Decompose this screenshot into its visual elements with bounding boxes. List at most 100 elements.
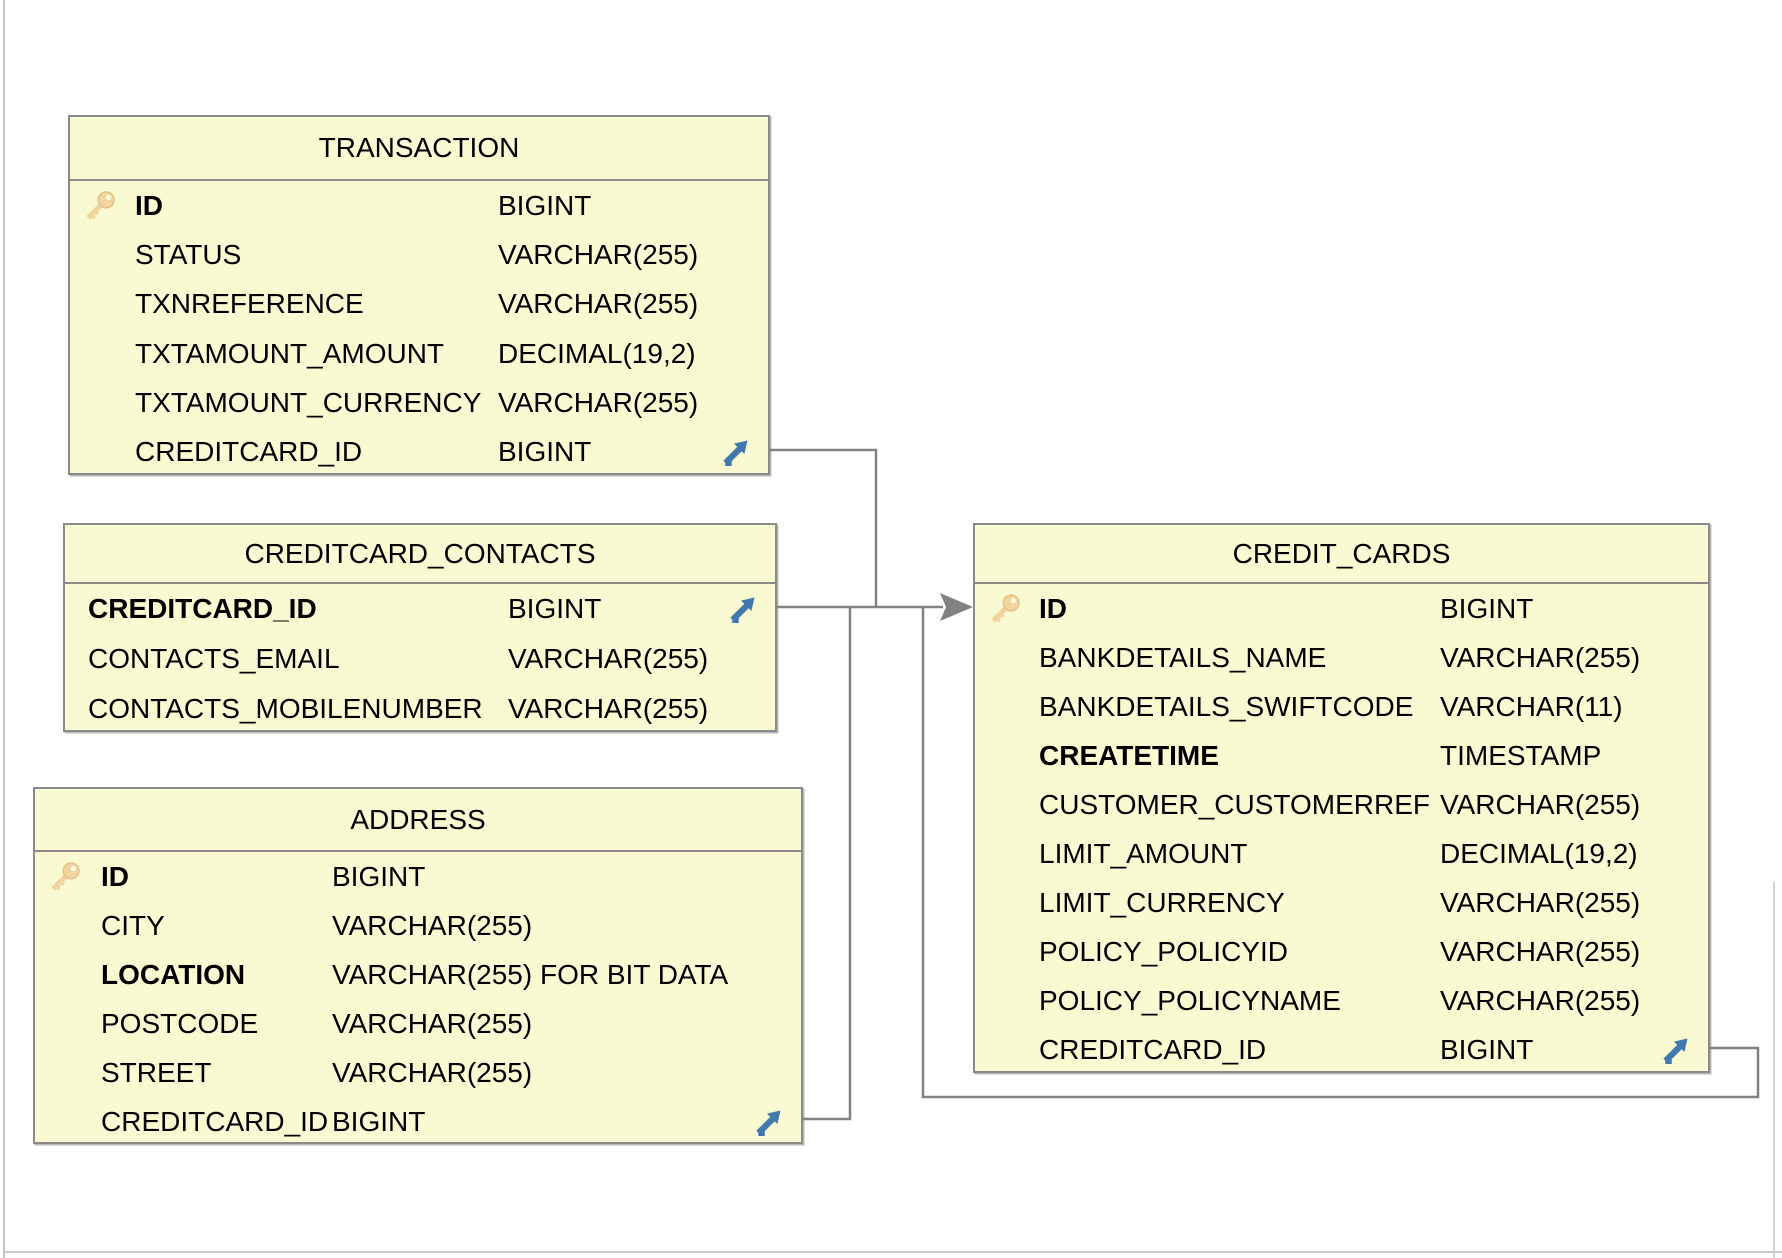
column-type: DECIMAL(19,2) <box>498 337 696 369</box>
column-rows: CREDITCARD_ID BIGINT CONTACTS_EMAIL VARCHAR… <box>65 584 775 734</box>
column-type: BIGINT <box>508 593 602 624</box>
column-type: VARCHAR(255) <box>1440 936 1641 968</box>
column-type: VARCHAR(255) <box>508 693 709 724</box>
column-type: BIGINT <box>498 436 592 468</box>
column-name: ID <box>135 189 163 221</box>
column-row-contacts_email[interactable]: CONTACTS_EMAIL VARCHAR(255) <box>65 634 775 684</box>
column-name: BANKDETAILS_SWIFTCODE <box>1039 690 1414 722</box>
column-row-policy_policyid[interactable]: POLICY_POLICYID VARCHAR(255) <box>975 928 1708 977</box>
column-name: BANKDETAILS_NAME <box>1039 641 1327 673</box>
column-row-creditcard_id[interactable]: CREDITCARD_ID BIGINT <box>975 1026 1708 1075</box>
column-type: VARCHAR(255) <box>1440 887 1641 919</box>
column-row-city[interactable]: CITY VARCHAR(255) <box>35 901 801 950</box>
arrow-up-right-icon <box>754 1107 784 1137</box>
column-type: BIGINT <box>1440 1034 1534 1066</box>
column-row-creditcard_id[interactable]: CREDITCARD_ID BIGINT <box>70 428 768 477</box>
column-row-postcode[interactable]: POSTCODE VARCHAR(255) <box>35 999 801 1048</box>
column-row-id[interactable]: ID BIGINT <box>70 181 768 230</box>
column-name: LOCATION <box>101 958 246 990</box>
erd-table-address[interactable]: ADDRESS ID BIGINT CITY VARCHAR(255) LOCATION V… <box>33 787 803 1144</box>
column-type: VARCHAR(255) <box>1440 641 1641 673</box>
column-rows: ID BIGINT CITY VARCHAR(255) LOCATION VARCHAR(… <box>35 852 801 1146</box>
table-title-creditcard_contacts[interactable]: CREDITCARD_CONTACTS <box>65 525 775 584</box>
column-type: VARCHAR(255) <box>508 643 709 674</box>
column-row-location[interactable]: LOCATION VARCHAR(255) FOR BIT DATA <box>35 950 801 999</box>
column-type: VARCHAR(255) <box>1440 788 1641 820</box>
column-name: CONTACTS_MOBILENUMBER <box>88 693 483 724</box>
relation-line-self-reference <box>921 607 1760 1099</box>
column-name: LIMIT_CURRENCY <box>1039 887 1285 919</box>
column-row-id[interactable]: ID BIGINT <box>35 852 801 901</box>
canvas-bottom-edge <box>3 1251 1782 1253</box>
column-type: VARCHAR(255) <box>498 386 699 418</box>
erd-table-creditcard_contacts[interactable]: CREDITCARD_CONTACTS CREDITCARD_ID BIGINT CO… <box>63 523 777 732</box>
relation-arrowhead <box>940 593 973 621</box>
column-name: CREDITCARD_ID <box>1039 1034 1267 1066</box>
column-row-street[interactable]: STREET VARCHAR(255) <box>35 1048 801 1097</box>
column-name: CONTACTS_EMAIL <box>88 643 340 674</box>
canvas-left-edge <box>3 0 5 1258</box>
column-row-txtamount_currency[interactable]: TXTAMOUNT_CURRENCY VARCHAR(255) <box>70 378 768 427</box>
column-name: CREDITCARD_ID <box>101 1105 329 1137</box>
column-row-createtime[interactable]: CREATETIME TIMESTAMP <box>975 731 1708 780</box>
arrow-up-right-icon <box>721 437 751 467</box>
column-row-contacts_mobilenumber[interactable]: CONTACTS_MOBILENUMBER VARCHAR(255) <box>65 684 775 734</box>
erd-table-credit_cards[interactable]: CREDIT_CARDS ID BIGINT BANKDETAILS_NAME VARC… <box>973 523 1710 1073</box>
column-type: VARCHAR(255) <box>1440 985 1641 1017</box>
column-name: STREET <box>101 1056 212 1088</box>
column-type: VARCHAR(255) <box>498 238 699 270</box>
column-rows: ID BIGINT STATUS VARCHAR(255) TXNREFERENCE VA… <box>70 181 768 477</box>
column-row-policy_policyname[interactable]: POLICY_POLICYNAME VARCHAR(255) <box>975 977 1708 1026</box>
key-icon <box>47 859 83 895</box>
key-icon <box>987 591 1023 627</box>
column-row-txnreference[interactable]: TXNREFERENCE VARCHAR(255) <box>70 280 768 329</box>
column-row-bankdetails_swiftcode[interactable]: BANKDETAILS_SWIFTCODE VARCHAR(11) <box>975 682 1708 731</box>
column-type: BIGINT <box>498 189 592 221</box>
arrow-up-right-icon <box>728 594 758 624</box>
column-type: VARCHAR(255) <box>332 1007 533 1039</box>
column-name: ID <box>101 860 129 892</box>
column-name: TXTAMOUNT_AMOUNT <box>135 337 445 369</box>
table-title-credit_cards[interactable]: CREDIT_CARDS <box>975 525 1708 584</box>
column-type: VARCHAR(255) FOR BIT DATA <box>332 958 729 990</box>
column-name: CUSTOMER_CUSTOMERREF <box>1039 788 1431 820</box>
column-type: BIGINT <box>332 860 426 892</box>
column-name: TXNREFERENCE <box>135 288 364 320</box>
column-type: TIMESTAMP <box>1440 739 1602 771</box>
column-type: VARCHAR(255) <box>332 909 533 941</box>
column-row-id[interactable]: ID BIGINT <box>975 584 1708 633</box>
relation-line-address <box>803 607 852 1121</box>
column-name: CREATETIME <box>1039 739 1219 771</box>
column-name: TXTAMOUNT_CURRENCY <box>135 386 482 418</box>
column-name: ID <box>1039 592 1067 624</box>
column-name: CREDITCARD_ID <box>88 593 317 624</box>
column-type: BIGINT <box>332 1105 426 1137</box>
column-type: VARCHAR(11) <box>1440 690 1623 722</box>
canvas-right-edge <box>1773 882 1775 1258</box>
column-row-status[interactable]: STATUS VARCHAR(255) <box>70 230 768 279</box>
column-row-txtamount_amount[interactable]: TXTAMOUNT_AMOUNT DECIMAL(19,2) <box>70 329 768 378</box>
column-row-creditcard_id[interactable]: CREDITCARD_ID BIGINT <box>65 584 775 634</box>
column-type: VARCHAR(255) <box>332 1056 533 1088</box>
column-row-limit_currency[interactable]: LIMIT_CURRENCY VARCHAR(255) <box>975 879 1708 928</box>
table-title-transaction[interactable]: TRANSACTION <box>70 117 768 181</box>
column-name: CREDITCARD_ID <box>135 436 363 468</box>
column-name: STATUS <box>135 238 242 270</box>
column-name: POLICY_POLICYNAME <box>1039 985 1341 1017</box>
arrow-up-right-icon <box>1661 1035 1691 1065</box>
column-type: BIGINT <box>1440 592 1534 624</box>
column-row-bankdetails_name[interactable]: BANKDETAILS_NAME VARCHAR(255) <box>975 633 1708 682</box>
relation-line-transaction <box>770 448 878 607</box>
column-name: POLICY_POLICYID <box>1039 936 1288 968</box>
column-name: CITY <box>101 909 165 941</box>
column-type: VARCHAR(255) <box>498 288 699 320</box>
column-row-customer_customerref[interactable]: CUSTOMER_CUSTOMERREF VARCHAR(255) <box>975 780 1708 829</box>
column-name: POSTCODE <box>101 1007 259 1039</box>
table-title-address[interactable]: ADDRESS <box>35 789 801 852</box>
